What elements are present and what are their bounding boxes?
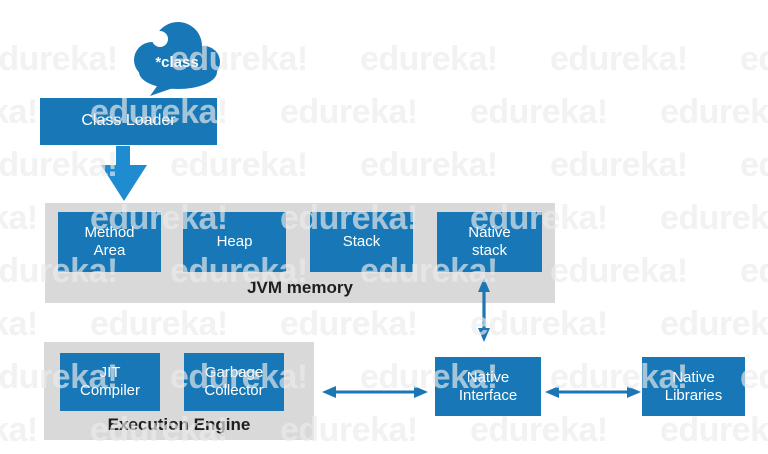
- watermark-text: edureka!: [0, 40, 118, 78]
- execution-engine-to-native-interface-arrow-icon: [322, 386, 428, 398]
- native-stack-box: Native stack: [437, 212, 542, 272]
- watermark-text: edureka!: [660, 411, 768, 449]
- native-interface-to-native-libraries-arrow-icon: [545, 386, 641, 398]
- watermark-text: edureka!: [280, 305, 418, 343]
- cloud-label: *class: [155, 54, 198, 71]
- watermark-text: edureka!: [740, 146, 768, 184]
- method-area-box: Method Area: [58, 212, 161, 272]
- watermark-text: edureka!: [550, 40, 688, 78]
- class-loader-to-jvm-memory-arrow-icon: [101, 146, 147, 201]
- watermark-text: edureka!: [360, 146, 498, 184]
- jit-compiler-box: JIT Compiler: [60, 353, 160, 411]
- watermark-text: edureka!: [0, 93, 38, 131]
- cloud-notch: [152, 31, 168, 47]
- class-loader-box: Class Loader: [40, 98, 217, 145]
- native-stack-label: Native stack: [468, 224, 511, 259]
- jvm-memory-container: Method Area Heap Stack Native stack JVM …: [45, 203, 555, 303]
- method-area-label: Method Area: [84, 224, 135, 259]
- native-interface-label: Native Interface: [458, 368, 518, 404]
- watermark-text: edureka!: [360, 40, 498, 78]
- watermark-text: edureka!: [0, 305, 38, 343]
- execution-engine-container: JIT Compiler Garbage Collector Execution…: [44, 342, 314, 440]
- watermark-text: edureka!: [740, 40, 768, 78]
- watermark-text: edureka!: [660, 93, 768, 131]
- native-interface-box: Native Interface: [435, 357, 541, 416]
- watermark-text: edureka!: [0, 411, 38, 449]
- watermark-text: edureka!: [90, 305, 228, 343]
- jvm-memory-label: JVM memory: [247, 278, 353, 297]
- watermark-text: edureka!: [550, 146, 688, 184]
- watermark-text: edureka!: [660, 199, 768, 237]
- watermark-text: edureka!: [660, 305, 768, 343]
- stack-box: Stack: [310, 212, 413, 272]
- garbage-collector-label: Garbage Collector: [204, 364, 264, 399]
- watermark-text: edureka!: [0, 199, 38, 237]
- execution-engine-label: Execution Engine: [107, 415, 251, 434]
- heap-box: Heap: [183, 212, 286, 272]
- watermark-text: edureka!: [470, 411, 608, 449]
- stack-label: Stack: [342, 233, 381, 251]
- watermark-text: edureka!: [280, 93, 418, 131]
- jit-compiler-label: JIT Compiler: [79, 364, 140, 399]
- cloud-tail: [150, 82, 176, 96]
- heap-label: Heap: [216, 233, 253, 251]
- native-libraries-box: Native Libraries: [642, 357, 745, 416]
- garbage-collector-box: Garbage Collector: [184, 353, 284, 411]
- native-stack-to-native-interface-arrow-icon: [478, 278, 490, 342]
- class-file-cloud-icon: *class: [134, 22, 220, 96]
- watermark-text: edureka!: [170, 146, 308, 184]
- class-loader-label: Class Loader: [81, 112, 176, 130]
- watermark-text: edureka!: [470, 93, 608, 131]
- watermark-text: edureka!: [550, 252, 688, 290]
- native-libraries-label: Native Libraries: [664, 368, 723, 404]
- watermark-text: edureka!: [740, 252, 768, 290]
